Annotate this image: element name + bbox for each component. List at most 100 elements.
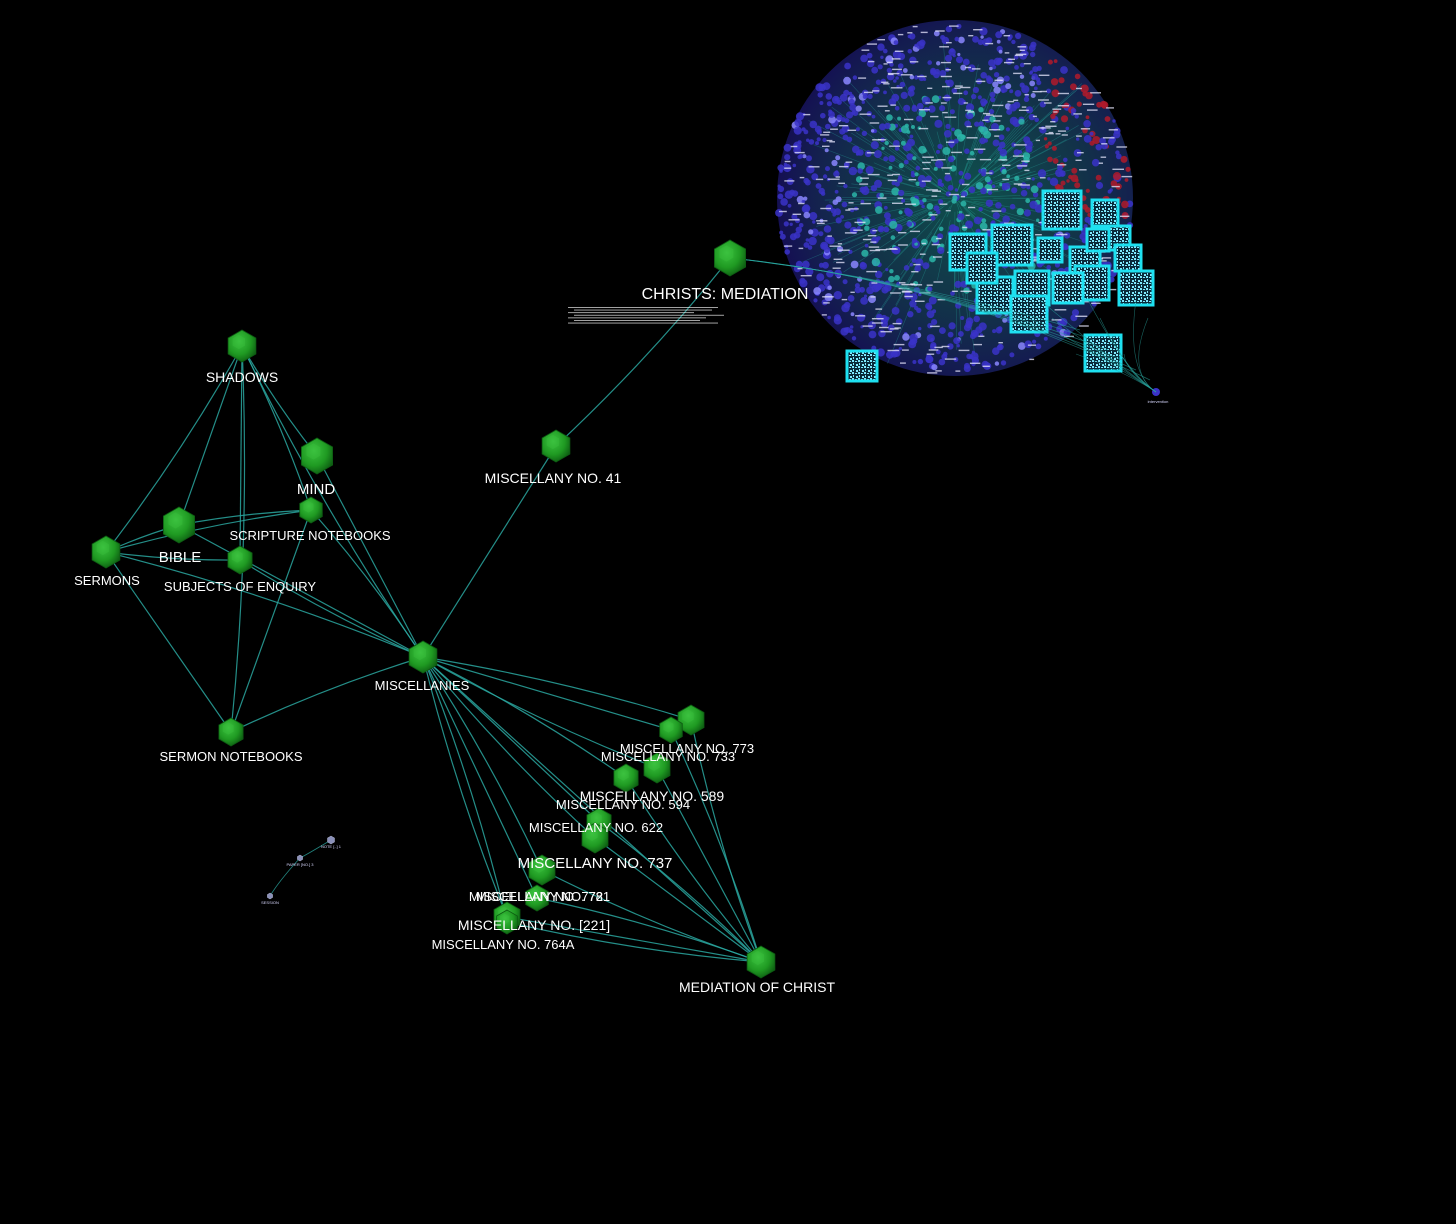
cluster-node	[836, 246, 844, 253]
highlighted-node[interactable]	[1051, 271, 1085, 305]
cluster-edge	[834, 164, 914, 187]
cluster-label-speck	[799, 176, 805, 179]
cluster-node	[941, 353, 948, 360]
node-misc773[interactable]	[677, 704, 705, 736]
highlighted-node[interactable]	[1041, 189, 1083, 231]
highlighted-node[interactable]	[965, 251, 999, 285]
node-sermon_nb[interactable]	[218, 717, 244, 747]
sat-node-sat3[interactable]: SESSION	[261, 892, 279, 905]
cluster-node	[937, 246, 945, 254]
highlighted-node[interactable]	[1117, 269, 1155, 307]
cluster-label-speck	[887, 349, 900, 352]
node-christs_med[interactable]	[714, 239, 746, 277]
cluster-node	[926, 304, 933, 311]
node-misc764a[interactable]	[496, 909, 518, 935]
cluster-node	[1091, 158, 1100, 167]
cluster-node	[1057, 164, 1063, 171]
cluster-node	[881, 320, 888, 328]
sat-node-sat1[interactable]: NOTE [..] 1	[321, 835, 342, 849]
cluster-label-speck	[870, 296, 876, 298]
highlighted-node[interactable]	[845, 349, 879, 383]
node-mediation[interactable]	[746, 945, 776, 979]
cluster-label-speck	[960, 86, 971, 89]
cluster-node	[824, 235, 832, 243]
cluster-node	[900, 140, 906, 146]
highlighted-node[interactable]	[990, 223, 1034, 267]
cluster-node	[789, 189, 795, 196]
highlighted-node[interactable]	[1090, 198, 1120, 228]
cluster-node	[798, 154, 804, 159]
cluster-node	[1074, 114, 1079, 119]
edge-sermons-subjects	[105, 551, 241, 561]
cluster-node	[1011, 39, 1016, 45]
node-mind-highlight	[306, 443, 321, 460]
node-misc737[interactable]	[581, 822, 609, 854]
cluster-node	[930, 342, 937, 349]
cluster-node	[933, 166, 938, 171]
cluster-label-speck	[1091, 302, 1101, 304]
cluster-node	[823, 225, 832, 233]
cluster-label-speck	[821, 314, 827, 316]
cluster-node	[985, 37, 993, 44]
node-misc781[interactable]	[525, 884, 549, 912]
highlighted-node[interactable]	[1113, 243, 1143, 273]
cluster-node	[875, 270, 883, 279]
cluster-node	[906, 153, 914, 161]
cluster-label-speck	[883, 63, 888, 65]
cluster-label-speck	[1048, 131, 1054, 134]
cluster-label-speck	[1008, 58, 1015, 60]
cluster-label-speck	[848, 208, 859, 210]
sat-node-sat2[interactable]: PAPER [NO.] 3	[286, 854, 314, 867]
highlighted-node-square	[1090, 198, 1120, 228]
cluster-label-speck	[1090, 92, 1101, 94]
node-misc594[interactable]	[613, 763, 639, 793]
node-misc733[interactable]	[659, 716, 683, 744]
cluster-label-speck	[1061, 134, 1068, 136]
node-mind[interactable]	[300, 437, 334, 475]
node-shadows[interactable]	[227, 329, 257, 363]
node-intervention[interactable]: intervention	[1148, 388, 1169, 404]
cluster-label-speck	[875, 308, 883, 310]
cluster-node	[945, 25, 953, 33]
cluster-node	[848, 329, 854, 334]
cluster-node	[945, 191, 952, 197]
cluster-node	[1019, 82, 1025, 88]
node-misc772-highlight	[533, 859, 545, 873]
highlighted-node[interactable]	[1036, 236, 1064, 264]
cluster-node	[1092, 136, 1101, 144]
node-misc772[interactable]	[528, 854, 556, 886]
node-scripture[interactable]	[299, 496, 323, 524]
cluster-label-speck	[855, 315, 866, 317]
cluster-label-speck	[963, 102, 969, 104]
node-miscellanies[interactable]	[408, 640, 438, 674]
node-subjects[interactable]	[227, 545, 253, 575]
node-sermons[interactable]	[91, 535, 121, 569]
node-misc41[interactable]	[541, 429, 571, 463]
cluster-label-speck	[1079, 169, 1087, 171]
cluster-node	[871, 257, 881, 267]
highlighted-node-square	[1009, 294, 1049, 334]
cluster-label-speck	[1013, 144, 1022, 146]
node-bible-hexagon	[162, 506, 196, 544]
highlighted-node[interactable]	[1009, 294, 1049, 334]
cluster-label-speck	[1057, 105, 1070, 107]
cluster-node	[784, 154, 791, 161]
node-bible[interactable]	[162, 506, 196, 544]
highlighted-node[interactable]	[1085, 227, 1111, 253]
cluster-label-speck	[949, 25, 959, 27]
cluster-node	[1003, 75, 1010, 82]
node-misc589[interactable]	[643, 752, 671, 784]
cluster-node	[931, 95, 940, 103]
cluster-node	[848, 166, 858, 176]
cluster-label-speck	[815, 178, 824, 181]
cluster-node	[915, 181, 921, 187]
cluster-label-speck	[1032, 91, 1042, 93]
cluster-node	[1005, 83, 1012, 90]
cluster-label-speck	[1073, 113, 1082, 115]
cluster-label-speck	[960, 195, 965, 198]
cluster-node	[947, 184, 954, 191]
cluster-node	[978, 121, 984, 127]
cluster-node	[1043, 137, 1048, 141]
cluster-node	[871, 66, 879, 74]
